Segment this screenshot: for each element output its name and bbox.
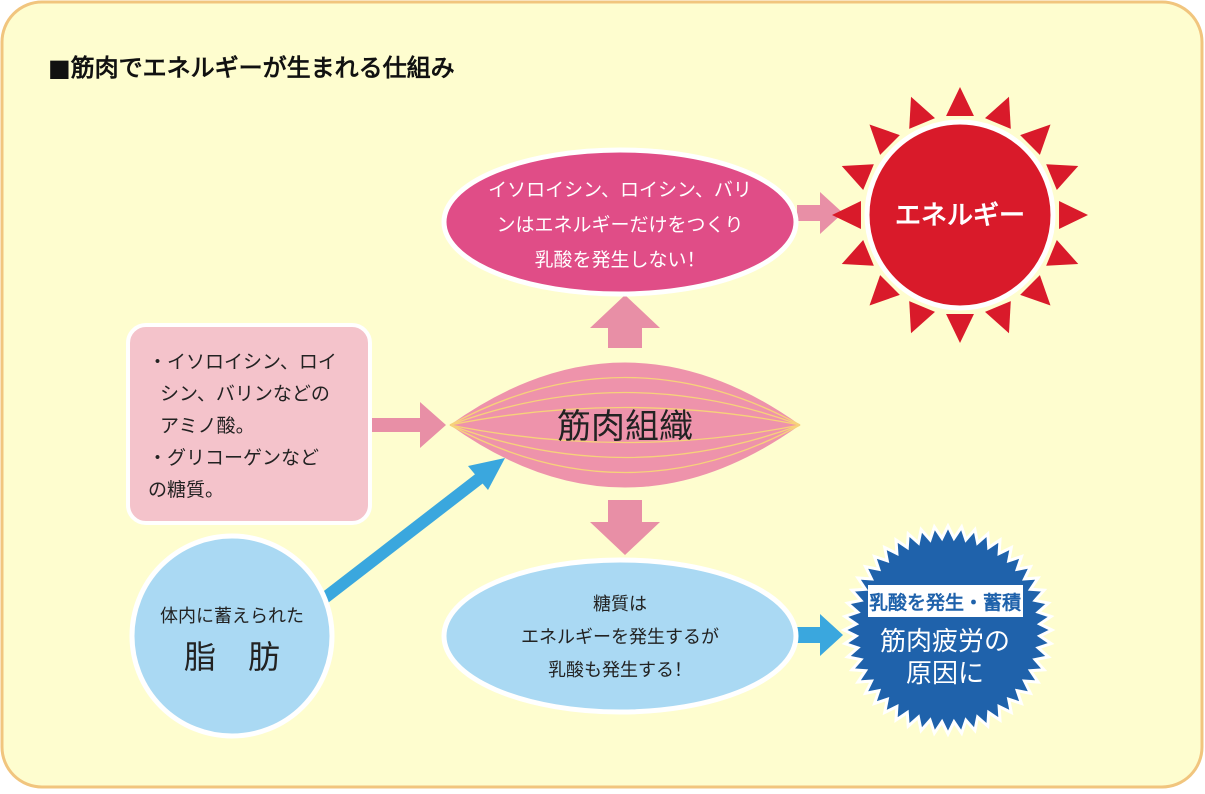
text-line: ンはエネルギーだけをつくり xyxy=(496,214,743,236)
sun-ray xyxy=(985,96,1011,129)
burst-badge xyxy=(868,585,1023,617)
muscle-tissue-shape xyxy=(449,362,801,488)
starburst-icon xyxy=(840,522,1056,738)
sun-ray xyxy=(869,275,900,306)
sun-disc xyxy=(864,119,1056,311)
text-line: 乳酸を発生しない！ xyxy=(534,249,705,271)
arrow-up-to-ellipse xyxy=(590,295,660,348)
sun-icon xyxy=(832,87,1088,343)
starburst-shape xyxy=(840,522,1056,738)
sun-ray xyxy=(841,240,874,266)
text-line: エネルギーを発生するが xyxy=(521,627,719,648)
bottom-ellipse xyxy=(441,557,799,715)
sun-ray xyxy=(909,96,935,129)
text-line: の糖質。 xyxy=(148,479,224,501)
text-line: アミノ酸。 xyxy=(160,415,255,437)
sun-ray xyxy=(946,314,974,343)
sun-ray xyxy=(985,301,1011,334)
text-line: ・グリコーゲンなど xyxy=(148,447,319,469)
fat-caption: 体内に蓄えられた xyxy=(160,606,304,627)
fat-circle xyxy=(129,533,335,739)
muscle-label: 筋肉組織 xyxy=(557,407,693,447)
sun-ray xyxy=(1046,164,1079,190)
sun-ray xyxy=(1046,240,1079,266)
text-line: ・イソロイシン、ロイ xyxy=(148,351,337,373)
text-line: シン、バリンなどの xyxy=(160,383,330,405)
top-ellipse-text: イソロイシン、ロイシン、バリ ンはエネルギーだけをつくり 乳酸を発生しない！ xyxy=(488,179,752,271)
sun-ray xyxy=(869,124,900,155)
arrow-fat-to-muscle xyxy=(318,458,505,605)
sun-ray xyxy=(1020,275,1051,306)
arrow-right-from-box xyxy=(368,402,446,448)
sun-ray xyxy=(946,87,974,116)
text-line: イソロイシン、ロイシン、バリ xyxy=(488,179,752,201)
diagram-title: ■筋肉でエネルギーが生まれる仕組み xyxy=(48,54,455,82)
burst-line: 筋肉疲労の xyxy=(880,627,1010,657)
sun-ray xyxy=(1059,201,1088,229)
burst-badge-text: 乳酸を発生・蓄積 xyxy=(869,591,1021,614)
fat-label: 脂 肪 xyxy=(184,638,280,676)
sun-ray xyxy=(832,201,861,229)
top-ellipse xyxy=(441,147,799,297)
arrow-right-to-burst xyxy=(797,614,843,656)
sun-ray xyxy=(909,301,935,334)
arrow-down-to-ellipse xyxy=(590,500,660,555)
nutrient-box xyxy=(126,323,372,525)
bottom-ellipse-text: 糖質は エネルギーを発生するが 乳酸も発生する！ xyxy=(521,594,719,681)
sun-ray xyxy=(1020,124,1051,155)
sun-label: エネルギー xyxy=(895,201,1025,231)
text-line: 乳酸も発生する！ xyxy=(548,660,692,681)
burst-line: 原因に xyxy=(906,659,984,689)
sun-ray xyxy=(841,164,874,190)
arrow-right-to-sun xyxy=(797,192,843,234)
nutrient-box-text: ・イソロイシン、ロイ シン、バリンなどの アミノ酸。 ・グリコーゲンなど の糖質… xyxy=(148,351,337,501)
text-line: 糖質は xyxy=(593,594,647,615)
